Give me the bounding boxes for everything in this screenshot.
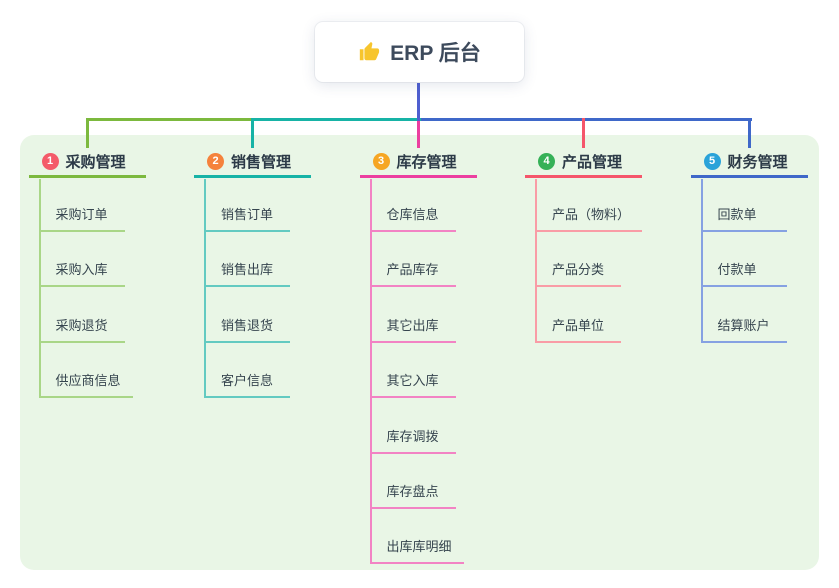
child-node-label: 产品单位 <box>552 317 605 333</box>
child-node[interactable]: 供应商信息 <box>38 370 133 399</box>
branch-number-badge: 5 <box>703 152 721 170</box>
child-node-label: 出库库明细 <box>386 539 452 555</box>
branch-node-2[interactable]: 2 销售管理 <box>194 147 311 178</box>
child-node-label: 回款单 <box>717 207 757 222</box>
connector-line <box>582 118 585 148</box>
child-node[interactable]: 客户信息 <box>204 370 290 399</box>
child-node[interactable]: 付款单 <box>700 259 787 288</box>
child-node[interactable]: 销售退货 <box>204 315 290 343</box>
connector-line <box>416 118 420 148</box>
connector-line <box>416 82 420 121</box>
root-node-label: ERP 后台 <box>390 42 481 65</box>
branch-trunk-line <box>204 179 206 399</box>
branch-trunk-line <box>700 179 703 343</box>
branch-node-4[interactable]: 4 产品管理 <box>525 147 642 178</box>
child-node[interactable]: 库存盘点 <box>369 481 456 509</box>
child-node[interactable]: 回款单 <box>700 204 787 232</box>
child-node-label: 采购入库 <box>55 262 108 278</box>
connector-line <box>252 118 421 121</box>
thumbs-up-icon <box>358 41 380 63</box>
branch-node-5[interactable]: 5 财务管理 <box>690 147 808 178</box>
child-node-label: 其它出库 <box>386 317 439 333</box>
branch-node-1[interactable]: 1 采购管理 <box>28 147 146 178</box>
child-node[interactable]: 仓库信息 <box>369 204 456 232</box>
child-node[interactable]: 结算账户 <box>700 315 787 343</box>
connector-line <box>251 118 254 148</box>
root-node[interactable]: ERP 后台 <box>315 22 524 82</box>
child-node-label: 采购退货 <box>55 317 108 333</box>
child-node-label: 结算账户 <box>717 317 770 333</box>
connector-line <box>747 118 751 148</box>
child-node[interactable]: 其它入库 <box>369 370 456 399</box>
branch-trunk-line <box>38 179 41 399</box>
child-node-label: 库存调拨 <box>386 428 439 444</box>
child-node[interactable]: 采购退货 <box>38 315 125 343</box>
branch-label: 财务管理 <box>727 153 788 171</box>
child-node[interactable]: 其它出库 <box>369 315 456 343</box>
child-node[interactable]: 采购订单 <box>38 204 125 232</box>
child-node-label: 产品库存 <box>386 262 439 278</box>
child-node[interactable]: 产品分类 <box>535 259 621 288</box>
child-node[interactable]: 库存调拨 <box>369 426 456 454</box>
branch-background-panel <box>20 135 819 570</box>
branch-number-badge: 2 <box>207 152 224 170</box>
child-node-label: 仓库信息 <box>386 207 439 222</box>
child-node-label: 销售出库 <box>221 262 274 278</box>
branch-label: 产品管理 <box>562 153 623 171</box>
child-node-label: 供应商信息 <box>55 373 121 389</box>
branch-trunk-line <box>535 179 537 343</box>
child-node[interactable]: 销售出库 <box>204 259 290 288</box>
branch-number-badge: 3 <box>372 152 390 170</box>
branch-label: 库存管理 <box>396 153 457 171</box>
child-node-label: 产品（物料） <box>552 207 631 222</box>
child-node-label: 库存盘点 <box>386 484 439 499</box>
child-node[interactable]: 产品库存 <box>369 259 456 288</box>
branch-number-badge: 4 <box>538 152 555 170</box>
child-node-label: 付款单 <box>717 262 757 278</box>
child-node-label: 销售退货 <box>221 317 274 333</box>
child-node[interactable]: 采购入库 <box>38 259 125 288</box>
child-node-label: 产品分类 <box>552 262 605 278</box>
child-node[interactable]: 产品单位 <box>535 315 621 343</box>
branch-label: 采购管理 <box>65 153 126 171</box>
child-node[interactable]: 产品（物料） <box>535 204 643 232</box>
child-node-label: 采购订单 <box>55 207 108 222</box>
child-node-label: 客户信息 <box>221 373 274 389</box>
child-node[interactable]: 销售订单 <box>204 204 290 232</box>
branch-trunk-line <box>369 179 372 565</box>
branch-label: 销售管理 <box>231 153 292 171</box>
connector-line <box>85 118 89 148</box>
branch-number-badge: 1 <box>41 152 59 170</box>
branch-node-3[interactable]: 3 库存管理 <box>359 147 477 178</box>
child-node-label: 销售订单 <box>221 207 274 222</box>
child-node[interactable]: 出库库明细 <box>369 536 464 565</box>
child-node-label: 其它入库 <box>386 373 439 389</box>
connector-line <box>418 118 752 121</box>
